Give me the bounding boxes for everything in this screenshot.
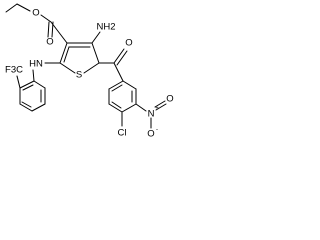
bond-thiophene-c5-s — [83, 62, 100, 74]
bond-ketone-double — [113, 48, 125, 64]
bond-ar1-c — [31, 103, 46, 112]
bond-ar2-f — [122, 80, 137, 90]
bond-ar1-d-inner — [21, 101, 32, 108]
nitro-nitrogen-label: N — [148, 109, 155, 120]
bond-ethyl-ch3 — [5, 3, 18, 13]
bond-nh-aryl — [32, 69, 35, 82]
anilino-nh-label: HN — [29, 59, 43, 70]
bond-ethyl-ch2-o — [16, 3, 31, 12]
bond-ar2-c-inner — [111, 101, 122, 109]
ester-oxygen-label: O — [32, 8, 39, 19]
bond-ar2-c — [108, 103, 123, 113]
bonds — [5, 3, 167, 129]
nitro-minus-charge: - — [156, 127, 158, 133]
bond-ar1-f — [19, 80, 35, 89]
bond-ketone-aryl — [113, 62, 124, 82]
cf3-label: F3C — [5, 65, 23, 76]
bond-o-carbonyl — [40, 14, 52, 23]
bond-ar1-a — [33, 80, 46, 89]
bond-ar2-a — [108, 80, 124, 90]
ketone-oxygen-label: O — [125, 38, 132, 49]
bond-ar2-d — [121, 103, 137, 113]
bond-thiophene-s-c2 — [59, 62, 76, 74]
nitro-plus-charge: + — [155, 106, 159, 112]
bond-thiophene-c2-c3-inner — [63, 46, 70, 63]
bond-nitro-o-up-2 — [155, 103, 167, 111]
bond-c4-nh2 — [91, 31, 101, 44]
nitro-oxygen-single-label: O — [147, 129, 154, 140]
bond-ketone-double-2 — [116, 50, 128, 66]
nitro-oxygen-double-label: O — [166, 94, 173, 105]
bond-carbonyl-double — [47, 21, 50, 38]
bond-ar1-cf3 — [16, 75, 21, 89]
bond-carbonyl-ring — [50, 21, 68, 44]
bond-ar2-nitro — [135, 103, 147, 112]
bond-thiophene-c4-c5 — [91, 42, 100, 64]
bond-ar1-d — [19, 103, 33, 112]
chlorine-label: Cl — [118, 128, 127, 139]
bond-ar1-f-inner — [22, 84, 34, 91]
bond-nitro-o-up — [154, 100, 166, 108]
carbonyl-oxygen-label: O — [46, 37, 53, 48]
chemical-structure: O O NH2 S HN O F3C N + O O - Cl — [5, 3, 174, 140]
bond-thiophene-c2-c3 — [59, 42, 68, 64]
amine-label: NH2 — [96, 22, 115, 33]
bond-ar2-a-inner — [111, 84, 123, 92]
thiophene-sulfur-label: S — [76, 70, 82, 81]
atom-labels: O O NH2 S HN O F3C N + O O - Cl — [5, 8, 174, 140]
